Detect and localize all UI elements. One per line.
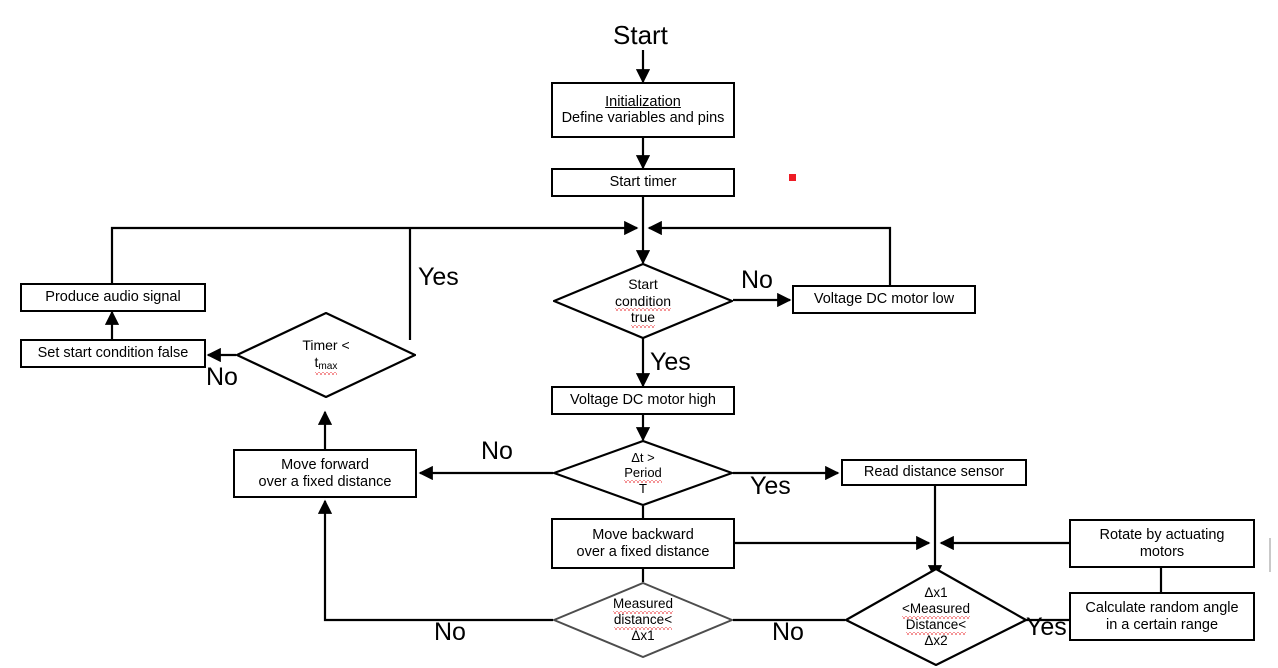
decision-dx1-measured-dx2[interactable]: Δx1 <Measured Distance< Δx2 — [845, 568, 1027, 666]
box-voltage-low-label: Voltage DC motor low — [813, 291, 955, 308]
box-initialization[interactable]: Initialization Define variables and pins — [551, 82, 735, 138]
box-voltage-dc-motor-high[interactable]: Voltage DC motor high — [551, 386, 735, 415]
box-read-distance-sensor[interactable]: Read distance sensor — [841, 459, 1027, 486]
edge-label-period-no: No — [481, 437, 513, 465]
edge-label-measured-no-right: No — [772, 618, 804, 646]
box-set-start-condition-false[interactable]: Set start condition false — [20, 339, 206, 368]
decision-period[interactable]: Δt > Period T — [553, 440, 733, 506]
edge-label-period-yes: Yes — [750, 472, 791, 500]
box-set-start-false-label: Set start condition false — [37, 345, 189, 362]
box-voltage-high-label: Voltage DC motor high — [570, 392, 716, 409]
red-dot-marker — [789, 174, 796, 181]
box-rotate-line2: motors — [1139, 543, 1185, 560]
box-rotate-by-actuating-motors[interactable]: Rotate by actuating motors — [1069, 519, 1255, 568]
start-terminal: Start — [613, 20, 668, 50]
edge-label-measured-no-left: No — [434, 618, 466, 646]
box-read-sensor-label: Read distance sensor — [863, 464, 1005, 481]
edge-label-timer-yes: Yes — [418, 263, 459, 291]
box-move-forward-line1: Move forward — [281, 457, 369, 474]
box-move-forward[interactable]: Move forward over a fixed distance — [233, 449, 417, 498]
edge-label-timer-no: No — [206, 363, 238, 391]
box-start-timer-label: Start timer — [609, 174, 677, 191]
decision-timer-less-tmax[interactable]: Timer < tmax — [236, 312, 416, 398]
edge-label-dx-yes: Yes — [1026, 613, 1067, 641]
edge-label-startcond-no: No — [741, 266, 773, 294]
decision-measured-distance-dx1[interactable]: Measured distance< Δx1 — [553, 582, 733, 658]
decision-start-condition-true[interactable]: Start condition true — [553, 263, 733, 339]
box-rotate-line1: Rotate by actuating — [1099, 527, 1225, 544]
box-produce-audio-signal[interactable]: Produce audio signal — [20, 283, 206, 312]
box-calculate-random-angle[interactable]: Calculate random angle in a certain rang… — [1069, 592, 1255, 641]
box-move-backward[interactable]: Move backward over a fixed distance — [551, 518, 735, 569]
edge-label-startcond-yes: Yes — [650, 348, 691, 376]
box-voltage-dc-motor-low[interactable]: Voltage DC motor low — [792, 285, 976, 314]
faint-guide-line — [1269, 538, 1271, 572]
box-move-backward-line2: over a fixed distance — [576, 543, 710, 560]
box-calc-angle-line1: Calculate random angle — [1085, 600, 1239, 617]
box-calc-angle-line2: in a certain range — [1105, 616, 1219, 633]
box-produce-audio-label: Produce audio signal — [45, 289, 181, 306]
box-initialization-line1: Initialization — [605, 93, 681, 110]
wire-measured-no-left — [317, 499, 553, 622]
box-start-timer[interactable]: Start timer — [551, 168, 735, 197]
box-move-backward-line1: Move backward — [592, 527, 694, 544]
box-initialization-line2: Define variables and pins — [561, 110, 725, 126]
box-move-forward-line2: over a fixed distance — [258, 473, 392, 490]
